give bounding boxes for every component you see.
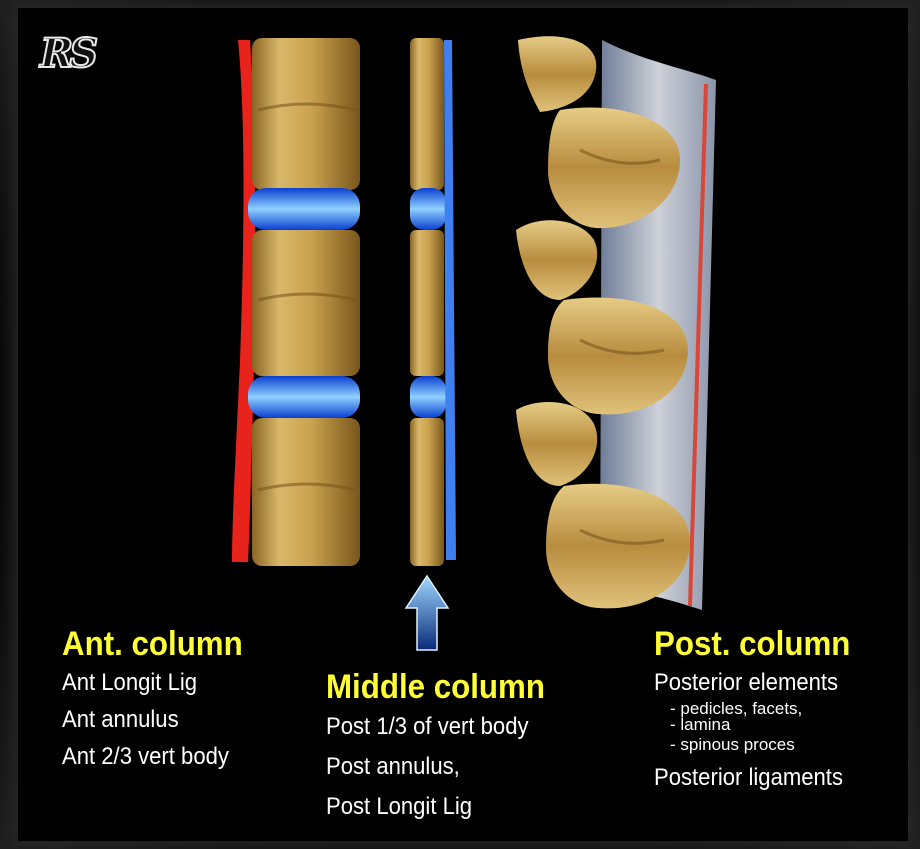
ant-vertebral-bodies bbox=[252, 38, 360, 566]
middle-column-item: Post Longit Lig bbox=[326, 787, 545, 827]
ant-column-legend: Ant. column Ant Longit Lig Ant annulus A… bbox=[62, 624, 258, 775]
ant-column-item: Ant annulus bbox=[62, 701, 243, 738]
middle-vertebral-slices bbox=[410, 38, 446, 566]
rs-logo: RS bbox=[40, 30, 94, 77]
post-column-subitem: - spinous proces bbox=[670, 737, 867, 753]
middle-column-title: Middle column bbox=[326, 667, 545, 707]
ant-longitudinal-ligament bbox=[232, 40, 255, 562]
post-column-subitem: - lamina bbox=[670, 717, 867, 733]
post-longitudinal-ligament bbox=[444, 40, 456, 560]
ant-column-item: Ant Longit Lig bbox=[62, 664, 243, 701]
post-column-title: Post. column bbox=[654, 624, 850, 664]
middle-column-item: Post annulus, bbox=[326, 747, 545, 787]
ant-column-item: Ant 2/3 vert body bbox=[62, 738, 243, 775]
post-column-item: Posterior ligaments bbox=[654, 759, 850, 796]
post-column-item: Posterior elements bbox=[654, 664, 850, 701]
middle-column-legend: Middle column Post 1/3 of vert body Post… bbox=[326, 667, 564, 827]
middle-column-arrow bbox=[406, 576, 448, 650]
ant-column-title: Ant. column bbox=[62, 624, 243, 664]
post-column-legend: Post. column Posterior elements - pedicl… bbox=[654, 624, 867, 796]
middle-column-item: Post 1/3 of vert body bbox=[326, 707, 545, 747]
